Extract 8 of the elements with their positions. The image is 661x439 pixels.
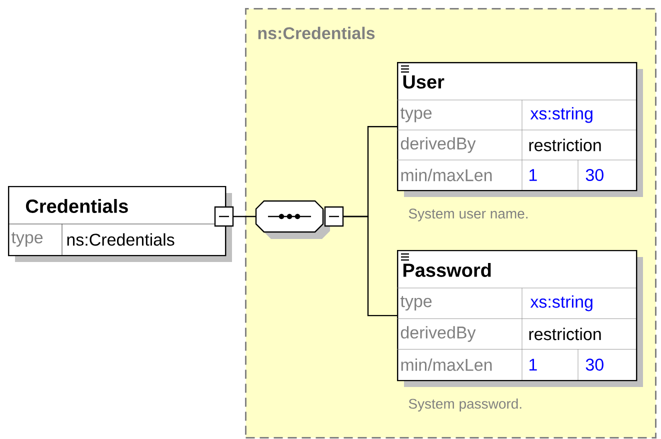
connector-line	[233, 216, 256, 218]
sequence-symbol	[255, 200, 344, 239]
element-box: User type xs:string derivedBy restriction min/maxLen 1 30 System user name.	[396, 62, 643, 222]
node-label: System password.	[408, 398, 522, 412]
connector-line	[343, 216, 397, 316]
node-label: System user name.	[408, 208, 528, 222]
element-box: Credentials type ns:Credentials	[8, 186, 234, 262]
element-box: Password type xs:string derivedBy restriction min/maxLen 1 30 System password.	[396, 250, 643, 412]
